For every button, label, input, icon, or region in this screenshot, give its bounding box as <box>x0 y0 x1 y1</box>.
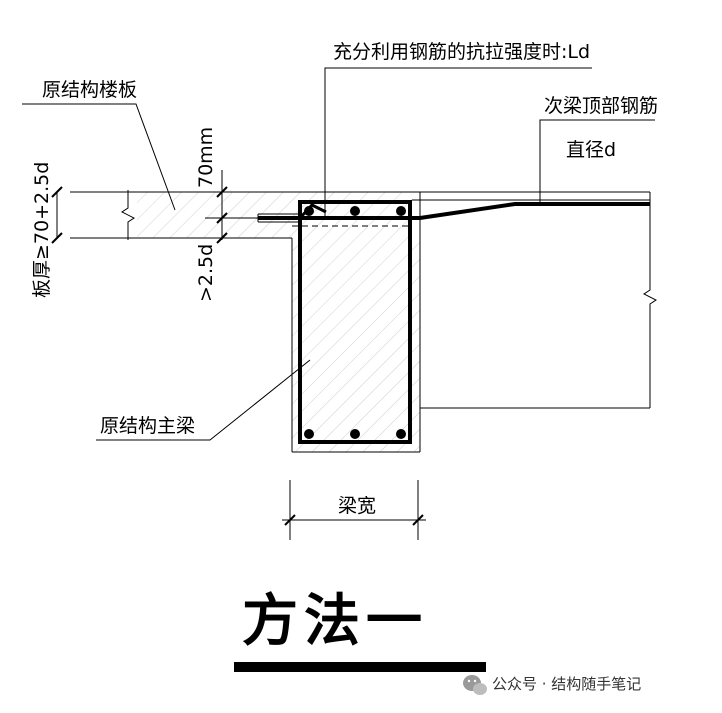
label-70mm: 70mm <box>195 127 217 188</box>
wechat-icon <box>463 675 487 695</box>
label-secondary-beam-top-rebar: 次梁顶部钢筋 <box>544 95 658 117</box>
rebar-top-3 <box>396 206 406 216</box>
break-line-slab <box>121 190 135 240</box>
original-main-beam <box>291 192 657 453</box>
stirrup <box>298 200 412 444</box>
title-underline <box>234 662 486 672</box>
leader-lines <box>22 67 655 441</box>
label-original-main-beam: 原结构主梁 <box>100 415 195 437</box>
dimension-beam-width <box>282 480 426 540</box>
rebar-top-1 <box>304 206 314 216</box>
rebar-bottom-1 <box>304 429 314 439</box>
label-original-slab: 原结构楼板 <box>42 79 137 101</box>
label-beam-width: 梁宽 <box>338 495 376 517</box>
dimension-cover <box>205 170 258 244</box>
watermark-text: 公众号 · 结构随手笔记 <box>492 675 641 693</box>
rebar-bottom-2 <box>350 429 360 439</box>
watermark: 公众号 · 结构随手笔记 <box>463 675 641 695</box>
label-slab-thickness: 板厚≥70+2.5d <box>31 162 53 298</box>
label-anchorage: 充分利用钢筋的抗拉强度时:Ld <box>333 41 590 63</box>
original-slab <box>70 191 650 239</box>
dimension-slab-thickness <box>51 186 63 244</box>
secondary-beam-top-rebar <box>258 202 650 220</box>
rebar-top-2 <box>350 206 360 216</box>
rebar-bottom-3 <box>396 429 406 439</box>
label-diameter: 直径d <box>566 139 616 161</box>
label-2-5d: >2.5d <box>195 244 217 302</box>
title-method: 方法一 <box>242 589 428 654</box>
